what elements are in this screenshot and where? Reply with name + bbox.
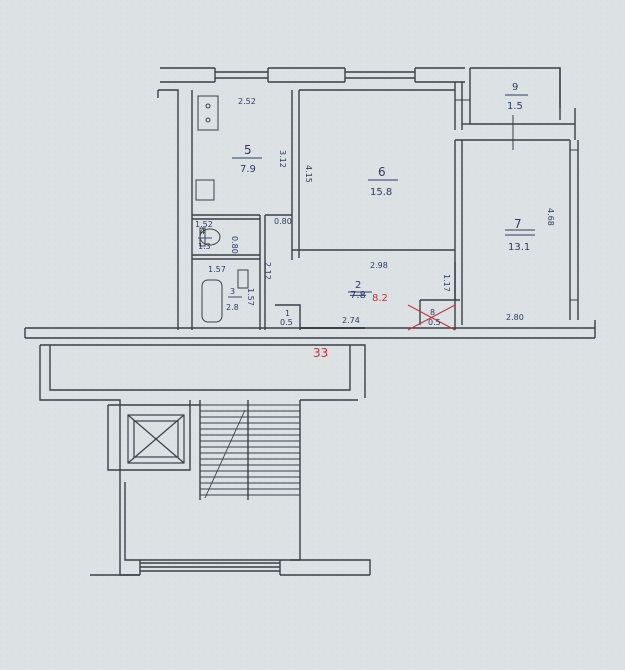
- room-1-area: 0.5: [280, 318, 293, 327]
- dim-room7-width: 2.80: [506, 313, 524, 322]
- dim-kitchen-depth: 3.12: [278, 150, 287, 168]
- kitchen-sink: [197, 95, 219, 131]
- walls: [24, 67, 596, 576]
- stairs: [200, 404, 300, 499]
- room-labels: 9 1.5 5 7.9 6 15.8 7 13.1 4 1.3 3 2.8 2 …: [198, 82, 530, 327]
- washbasin: [237, 269, 249, 289]
- room-9-number: 9: [512, 82, 518, 93]
- room-5-area: 7.9: [240, 164, 256, 175]
- room-4-area: 1.3: [198, 242, 211, 251]
- room-2-number: 2: [355, 280, 361, 291]
- dim-room7-depth: 4.68: [546, 208, 555, 226]
- room-1-number: 1: [285, 309, 290, 318]
- room-4-number: 4: [200, 227, 205, 236]
- dim-toilet-depth: 0.80: [274, 217, 292, 226]
- room-2-corrected-area: 8.2: [372, 293, 388, 304]
- bathtub: [201, 279, 223, 323]
- window-marks: [455, 99, 578, 301]
- elevator-shaft: [127, 414, 185, 464]
- dim-toilet-width: 1.52: [195, 220, 213, 229]
- dim-hall-width: 2.98: [370, 261, 388, 270]
- dim-room6-depth: 4.15: [304, 165, 313, 183]
- room-8-number: 8: [430, 308, 435, 317]
- dim-kitchen-width: 2.52: [238, 97, 256, 106]
- stove: [195, 179, 215, 201]
- dim-bath-width: 1.57: [208, 265, 226, 274]
- dim-hall-bottom: 2.74: [342, 316, 360, 325]
- room-3-area: 2.8: [226, 303, 239, 312]
- room-6-number: 6: [378, 165, 386, 179]
- room-2-area: 7.8: [350, 290, 366, 301]
- room-9-area: 1.5: [507, 101, 523, 112]
- flat-number: 33: [313, 346, 328, 360]
- stair-arrow: [204, 409, 246, 499]
- dim-closet-depth: 1.17: [442, 274, 451, 292]
- dim-wc-side: 0.80: [230, 236, 239, 254]
- room-7-number: 7: [514, 217, 522, 231]
- room-6-area: 15.8: [370, 187, 392, 198]
- fixtures: [195, 95, 456, 331]
- room-7-area: 13.1: [508, 242, 530, 253]
- room-8-area: 0.5: [428, 318, 441, 327]
- room-3-number: 3: [230, 287, 235, 296]
- label-dividers: [198, 94, 535, 298]
- dim-hall-side: 2.12: [263, 262, 272, 280]
- dimension-labels: 2.52 3.12 4.15 4.68 2.80 1.52 0.80 0.80 …: [195, 97, 555, 325]
- dim-bath-depth: 1.57: [246, 288, 255, 306]
- room-5-number: 5: [244, 143, 252, 157]
